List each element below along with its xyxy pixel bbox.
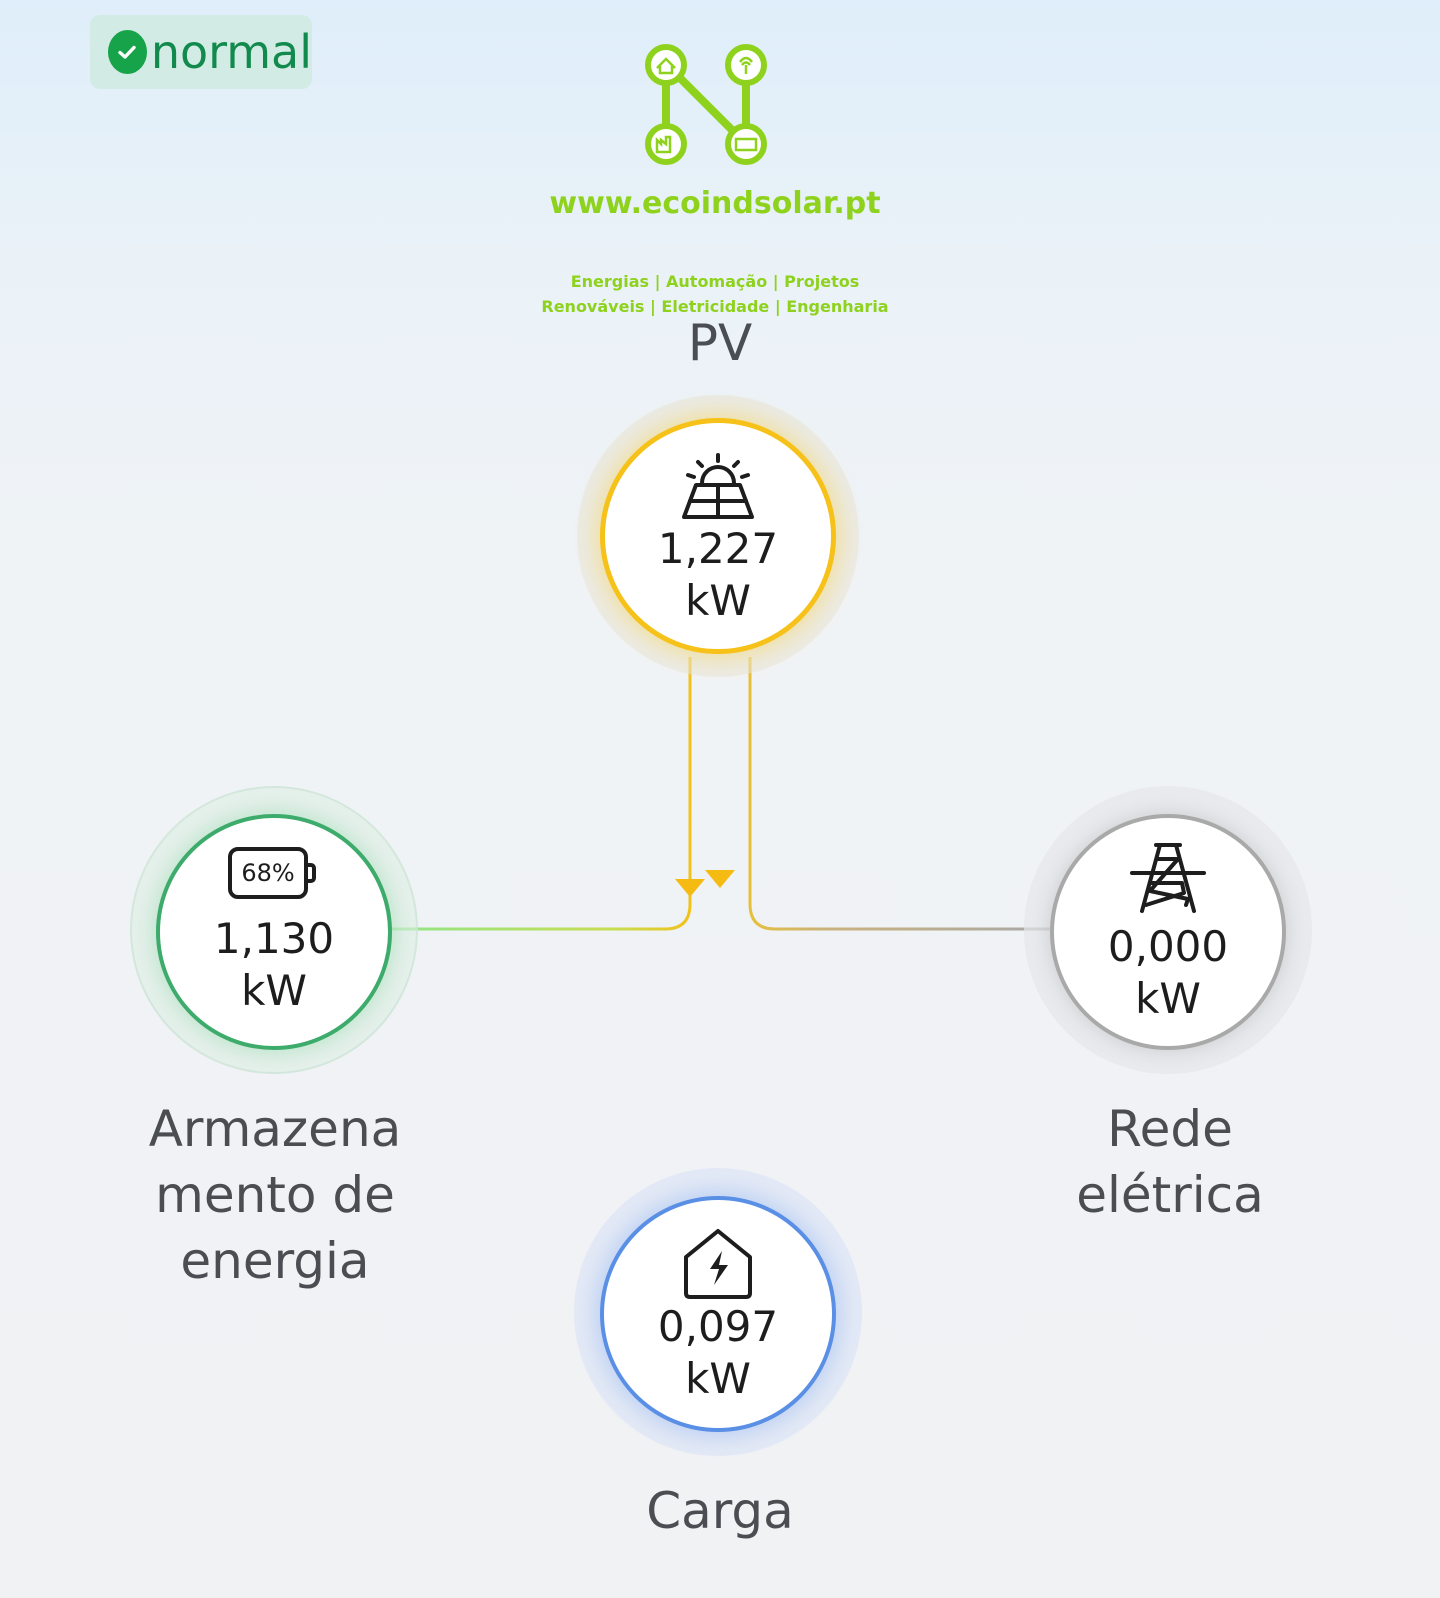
battery-power-value: 1,130 (213, 914, 335, 963)
load-power-unit: kW (685, 1354, 751, 1403)
battery-caption: Armazena mento de energia (148, 1100, 402, 1290)
logo-url: www.ecoindsolar.pt (549, 186, 881, 221)
grid-power-unit: kW (1135, 974, 1201, 1023)
battery-node[interactable]: 68% 1,130 kW (156, 814, 392, 1050)
brand-logo[interactable]: www.ecoindsolar.pt Energias | Automação … (540, 40, 900, 316)
pv-power-unit: kW (685, 576, 751, 625)
battery-icon: 68% (228, 847, 320, 903)
network-n-logo-icon (645, 44, 767, 165)
status-label: normal (150, 25, 312, 79)
check-circle-icon (108, 30, 147, 74)
grid-node[interactable]: 0,000 kW (1050, 814, 1286, 1050)
flow-line-grid (748, 657, 1050, 931)
flow-line-battery (388, 657, 692, 931)
pv-caption: PV (687, 314, 753, 372)
power-tower-icon (1130, 843, 1206, 913)
grid-power-value: 0,000 (1107, 922, 1229, 971)
pv-node[interactable]: 1,227 kW (600, 418, 836, 654)
house-bolt-icon (684, 1229, 752, 1299)
battery-soc-label: 68% (241, 859, 295, 887)
solar-panel-icon (682, 453, 754, 519)
status-badge: normal (90, 15, 312, 89)
flow-arrow-battery (675, 879, 705, 897)
battery-power-unit: kW (241, 966, 307, 1015)
logo-tagline-2: Renováveis | Eletricidade | Engenharia (541, 297, 889, 316)
logo-tagline-1: Energias | Automação | Projetos (570, 272, 860, 291)
grid-caption: Rede elétrica (1076, 1100, 1264, 1224)
pv-power-value: 1,227 (657, 524, 779, 573)
flow-arrow-load (705, 870, 735, 888)
load-caption: Carga (646, 1482, 794, 1540)
load-node[interactable]: 0,097 kW (600, 1196, 836, 1432)
load-power-value: 0,097 (657, 1302, 779, 1351)
